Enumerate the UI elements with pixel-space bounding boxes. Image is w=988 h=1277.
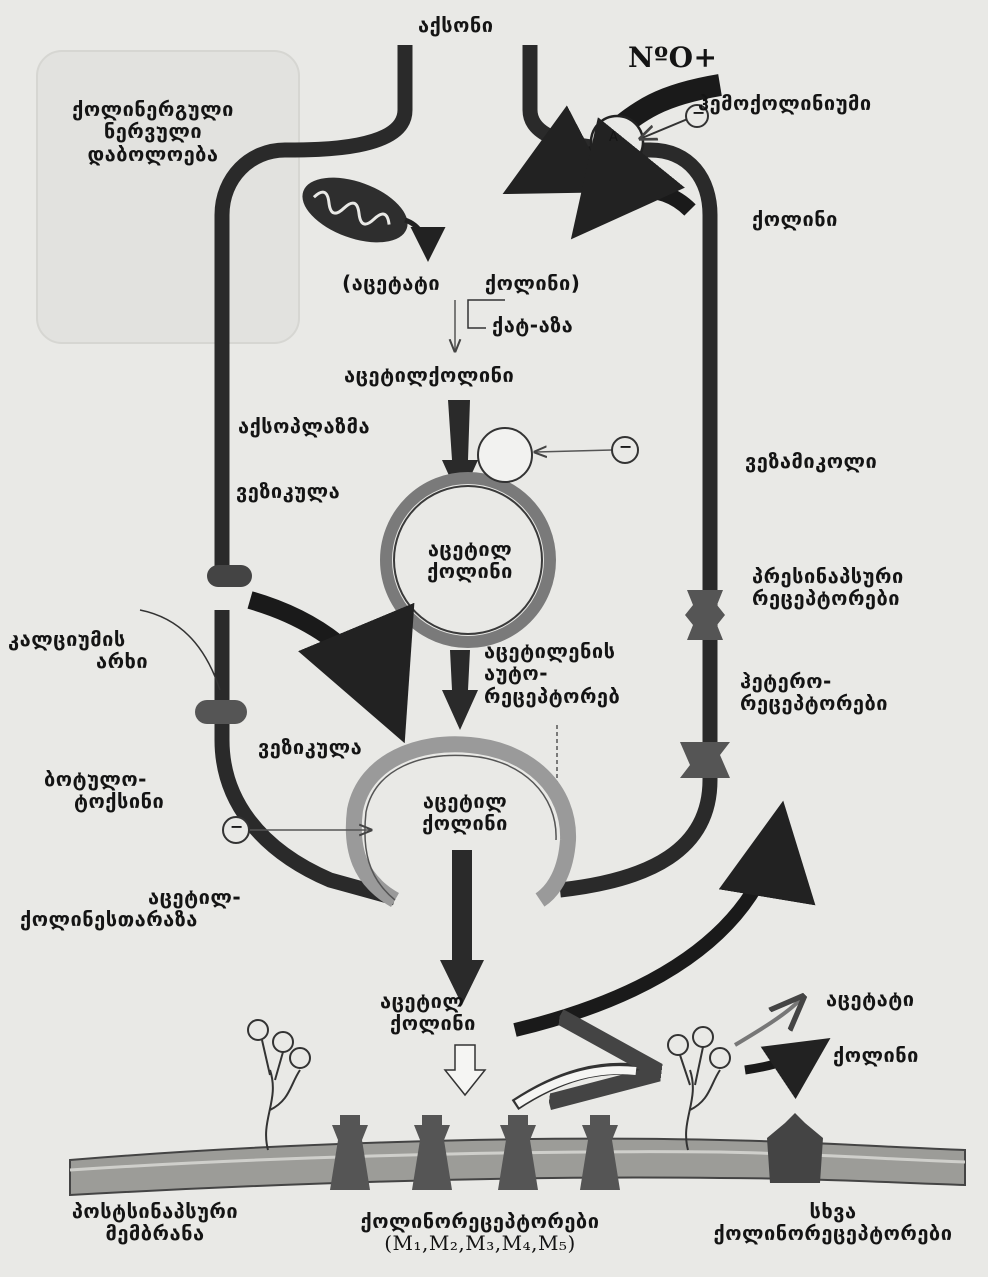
presynaptic-receptor [685, 590, 725, 640]
hemicholinium-label: ჰემოქოლინიუმი [698, 92, 872, 114]
acetate-choline-label: (აცეტატი ქოლინი) [342, 272, 580, 294]
calcium-channel-label: კალციუმის არხი [8, 628, 148, 673]
calcium-channel-upper [207, 565, 252, 587]
choline-arrow [745, 1045, 820, 1070]
cleft-ach-label: აცეტილ ქოლინი [380, 990, 476, 1035]
chat-label: ქატ-აზა [492, 314, 573, 336]
vesicle-bottom-label: ვეზიკულა [258, 736, 362, 758]
hemicholinium-line [642, 118, 690, 138]
transporter-letter: A [609, 131, 618, 146]
calcium-arrow [250, 600, 395, 720]
other-cholinoreceptors-label: სხვა ქოლინორეცეპტორები [688, 1200, 978, 1245]
heteroreceptors-label: ჰეტერო- რეცეპტორები [740, 670, 888, 715]
vesamicol-label: ვეზამიკოლი [745, 450, 877, 472]
postsynaptic-membrane-label: პოსტსინაპსური მემბრანა [30, 1200, 280, 1245]
calcium-channel [195, 700, 247, 724]
acetylcholine-label: აცეტილქოლინი [344, 364, 514, 386]
vesamicol-sign: − [619, 438, 633, 456]
calcium-line [140, 610, 220, 690]
vesicle-content-label: აცეტილ ქოლინი [400, 538, 540, 583]
release-arrow [442, 650, 478, 730]
choline-top-label: ქოლინი [752, 208, 838, 230]
axoplasm-label: აქსოპლაზმა [238, 415, 370, 437]
fusing-content-label: აცეტილ ქოლინი [395, 790, 535, 835]
acetate-right-label: აცეტატი [826, 988, 914, 1010]
vesicle-transporter [478, 428, 532, 482]
cholinergic-ending-label: ქოლინერგული ნერვული დაბოლოება [28, 98, 278, 165]
other-cholinoreceptor [767, 1113, 823, 1183]
cholinoreceptor-4 [580, 1115, 620, 1190]
presynaptic-receptors-label: პრესინაპსური რეცეპტორები [752, 565, 904, 610]
autoreceptors-label: აცეტილენის აუტო- რეცეპტორებ [484, 640, 620, 707]
vesicle-top-label: ვეზიკულა [236, 480, 340, 502]
ache-molecule-left [248, 1020, 310, 1150]
uptake-arrow-in [520, 150, 600, 185]
cholinoreceptor-3 [498, 1115, 538, 1190]
cholinoreceptors-label: ქოლინორეცეპტორები (M₁,M₂,M₃,M₄,M₅) [320, 1210, 640, 1255]
mito-arrow [405, 220, 428, 255]
choline-uptake-arrow [585, 190, 690, 222]
botulinum-sign: − [230, 818, 244, 836]
vesamicol-line [536, 450, 612, 452]
axon-label: აქსონი [418, 14, 494, 36]
botulinum-label: ბოტულო- ტოქსინი [44, 768, 164, 813]
cholinoreceptor-1 [330, 1115, 370, 1190]
hollow-arrow-down [445, 1045, 485, 1095]
no-label: NºO+ [628, 42, 717, 73]
cholinoreceptor-2 [412, 1115, 452, 1190]
choline-right-label: ქოლინი [833, 1044, 919, 1066]
acetate-arrow [735, 1000, 800, 1045]
ache-label: აცეტილ- ქოლინესთარაზა [20, 886, 241, 931]
ache-molecule-right [668, 1027, 730, 1150]
heteroreceptor [680, 742, 730, 778]
mitochondrion [294, 165, 417, 255]
